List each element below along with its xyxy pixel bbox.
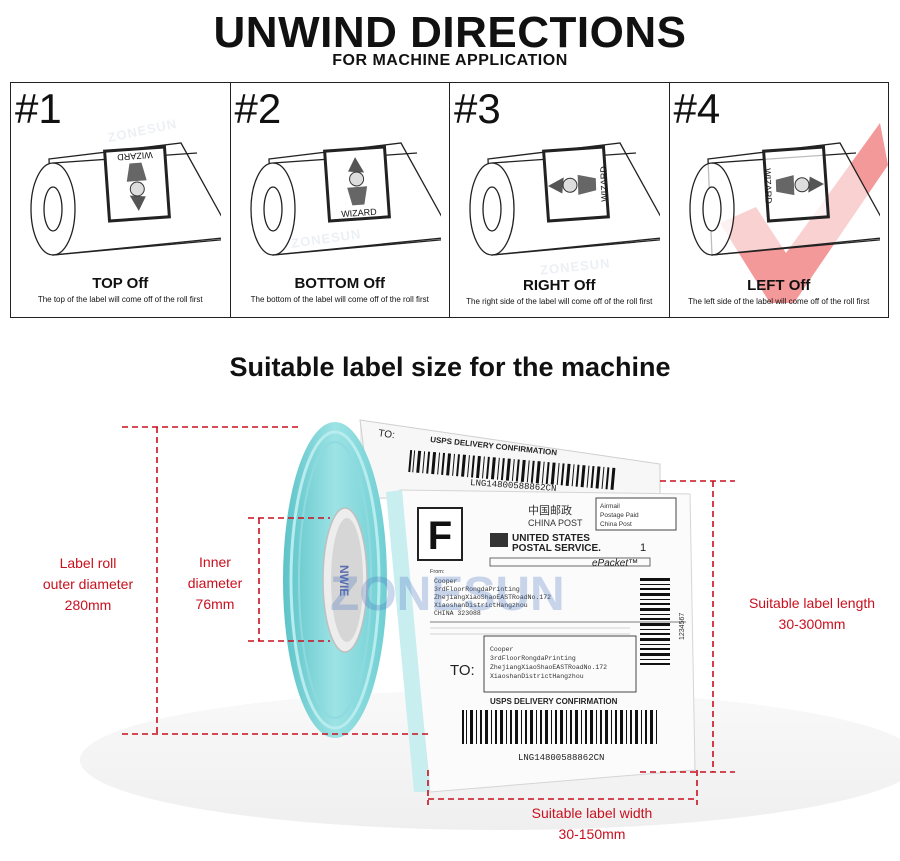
sender-line-3: XiaoshanDistrictHangzhou	[434, 602, 528, 609]
sender-line-1: 3rdFloorRongdaPrinting	[434, 586, 520, 593]
page-subtitle: FOR MACHINE APPLICATION	[332, 52, 568, 69]
panel-top-off: #1 WIZARD TOP Off The top of the label w…	[11, 83, 231, 317]
bottom-barcode-icon	[462, 710, 657, 744]
label-length-value: 30-300mm	[778, 616, 846, 632]
epacket-text: ePacket™	[592, 558, 638, 569]
panel-number: #4	[673, 85, 721, 132]
label-width-value: 30-150mm	[558, 826, 626, 842]
top-to-text: TO:	[378, 428, 396, 441]
bottom-confirmation-text: USPS DELIVERY CONFIRMATION	[490, 697, 618, 706]
wizard-label-text: WIZARD	[116, 150, 153, 162]
parcel-count: 1	[640, 542, 646, 554]
airmail-3: China Post	[600, 521, 632, 528]
panel-description: The top of the label will come off of th…	[37, 295, 203, 304]
dimension-lines	[122, 426, 735, 805]
panel-number: #2	[234, 85, 282, 132]
panel-title: BOTTOM Off	[294, 275, 386, 292]
wizard-label-text: WIZARD	[762, 168, 773, 204]
roll-left-off-illustration: WIZARD	[688, 142, 880, 256]
label-width-label: Suitable label width 30-150mm	[492, 803, 692, 845]
inner-diameter-value: 76mm	[195, 596, 235, 612]
airmail-1: Airmail	[600, 503, 620, 510]
panel-title: RIGHT Off	[523, 277, 596, 294]
sender-line-2: ZhejiangXiaoShaoEASTRoadNo.172	[434, 594, 551, 601]
outer-diameter-value: 280mm	[64, 597, 112, 613]
panel-description: The left side of the label will come off…	[688, 297, 870, 306]
page-title: UNWIND DIRECTIONS	[213, 8, 687, 57]
label-length-label: Suitable label length 30-300mm	[732, 593, 892, 635]
outer-diameter-label: Label roll outer diameter 280mm	[28, 553, 148, 616]
sender-line-4: CHINA 323088	[434, 610, 481, 617]
roll-top-off-illustration: WIZARD	[30, 142, 221, 256]
label-length-line1: Suitable label length	[748, 595, 876, 611]
china-post-cn: 中国邮政	[528, 503, 572, 517]
label-width-line1: Suitable label width	[531, 805, 653, 821]
recipient-line-2: ZhejiangXiaoShaoEASTRoadNo.172	[490, 664, 607, 671]
sender-name: Cooper	[434, 578, 458, 585]
inner-diameter-label: Inner diameter 76mm	[178, 552, 252, 615]
bottom-tracking-text: LNG14800588862CN	[518, 753, 604, 763]
panel-left-off: #4 WIZARD LEFT Off The left side of the …	[670, 83, 889, 317]
recipient-name: Cooper	[490, 646, 514, 653]
panel-title: TOP Off	[92, 275, 149, 292]
roll-right-off-illustration: WIZARD	[469, 142, 660, 256]
unwind-panels: #1 WIZARD TOP Off The top of the label w…	[10, 82, 889, 318]
china-post-en: CHINA POST	[528, 518, 583, 528]
usps-line2: POSTAL SERVICE.	[512, 543, 601, 554]
panel-bottom-off: #2 WIZARD BOTTOM Off The bottom of the l…	[231, 83, 450, 317]
panel-number: #3	[454, 85, 501, 132]
wizard-label-text: WIZARD	[598, 166, 609, 202]
vertical-code: 1234567	[679, 613, 686, 640]
wizard-label-text: WIZARD	[340, 207, 377, 219]
label-letter: F	[428, 514, 452, 558]
outer-diameter-line1: Label roll	[59, 555, 117, 571]
roll-bottom-off-illustration: WIZARD	[249, 142, 441, 256]
recipient-line-1: 3rdFloorRongdaPrinting	[490, 655, 576, 662]
top-barcode-icon	[408, 450, 616, 490]
check-mark-icon	[719, 123, 888, 303]
panel-description: The right side of the label will come of…	[466, 297, 653, 306]
outer-diameter-line2: outer diameter	[42, 576, 134, 592]
to-label: TO:	[450, 662, 475, 679]
from-label: From:	[430, 569, 445, 575]
panel-title: LEFT Off	[747, 277, 811, 294]
usps-line1: UNITED STATES	[512, 533, 590, 544]
airmail-2: Postage Paid	[600, 512, 639, 519]
side-barcode-icon	[640, 578, 670, 665]
recipient-line-3: XiaoshanDistrictHangzhou	[490, 673, 584, 680]
inner-diameter-line1: Inner	[199, 554, 231, 570]
panel-description: The bottom of the label will come off of…	[250, 295, 429, 304]
core-print-text: NWIE	[337, 565, 351, 596]
photo-watermark: ZONESUN	[330, 568, 565, 621]
section-title: Suitable label size for the machine	[229, 352, 671, 382]
panel-number: #1	[15, 85, 62, 132]
inner-diameter-line2: diameter	[187, 575, 243, 591]
panel-right-off: #3 WIZARD RIGHT Off The right side of th…	[450, 83, 670, 317]
label-roll-photo: TO: USPS DELIVERY CONFIRMATION LNG148005…	[0, 400, 900, 861]
